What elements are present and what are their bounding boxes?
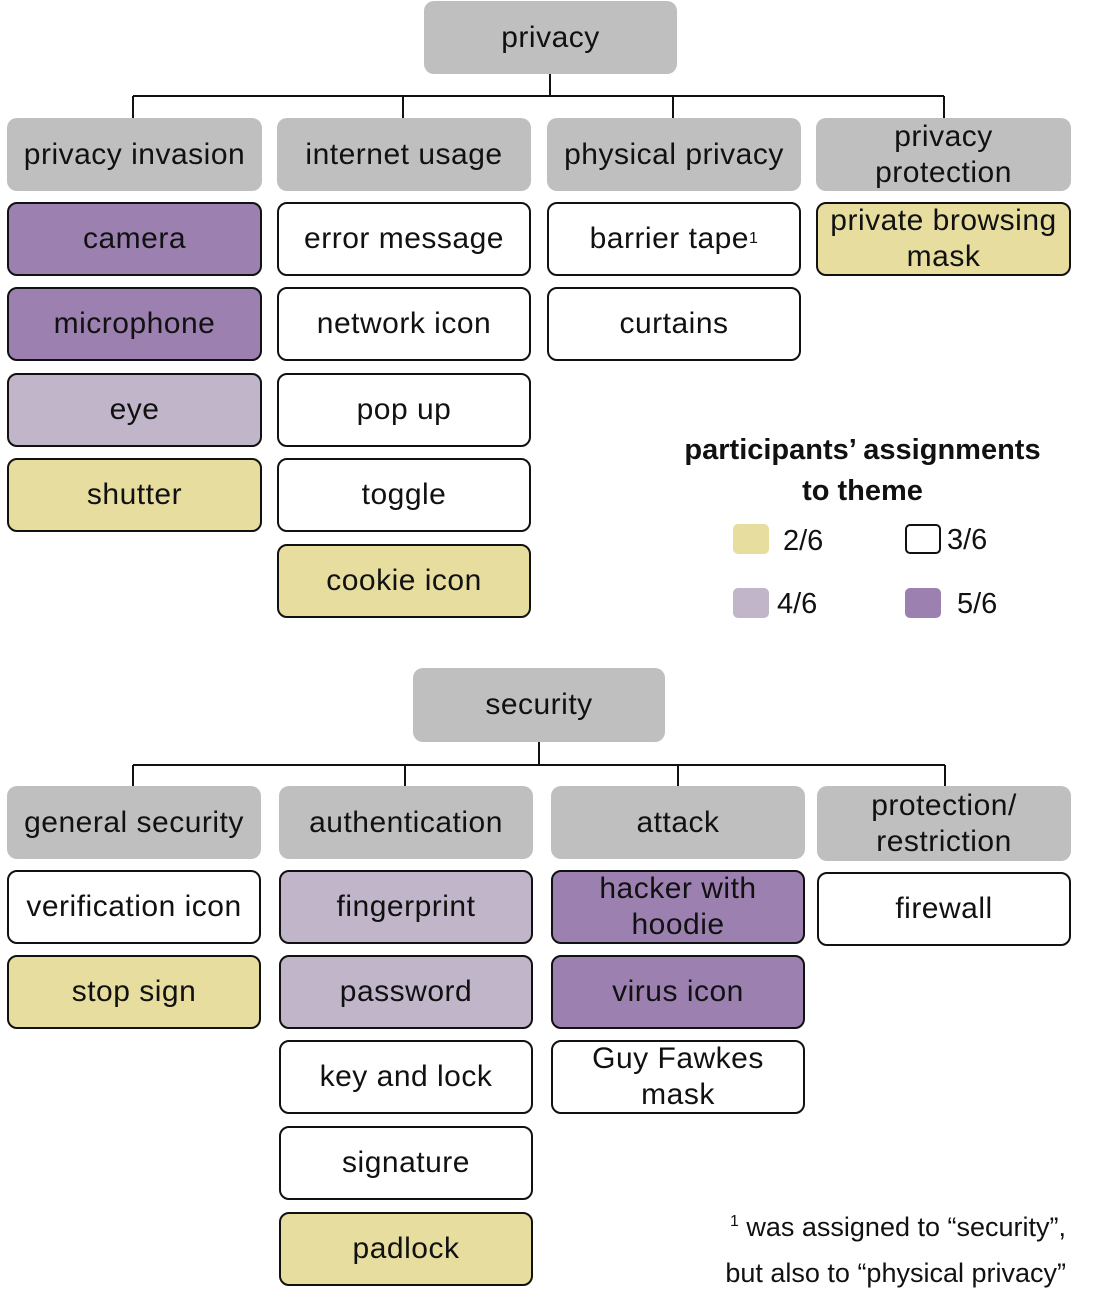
footnote-mark: 1	[729, 1213, 739, 1230]
item-virus-icon: virus icon	[551, 955, 805, 1029]
item-signature: signature	[279, 1126, 533, 1200]
category-general-security: general security	[7, 786, 261, 859]
category-physical-privacy: physical privacy	[547, 118, 801, 191]
item-hacker-with-hoodie: hacker with hoodie	[551, 870, 805, 944]
legend-swatch-4-6	[733, 588, 769, 618]
item-key-and-lock: key and lock	[279, 1040, 533, 1114]
legend-title-line1: participants’ assignments	[684, 434, 1041, 466]
item-curtains: curtains	[547, 287, 801, 361]
item-error-message: error message	[277, 202, 531, 276]
item-toggle: toggle	[277, 458, 531, 532]
item-private-browsing-mask: private browsing mask	[816, 202, 1071, 276]
legend-swatch-5-6	[905, 588, 941, 618]
item-shutter: shutter	[7, 458, 262, 532]
item-verification-icon: verification icon	[7, 870, 261, 944]
category-attack: attack	[551, 786, 805, 859]
category-authentication: authentication	[279, 786, 533, 859]
category-internet-usage: internet usage	[277, 118, 531, 191]
item-pop-up: pop up	[277, 373, 531, 447]
item-eye: eye	[7, 373, 262, 447]
item-guy-fawkes-mask: Guy Fawkes mask	[551, 1040, 805, 1114]
security-root-node: security	[413, 668, 665, 742]
category-privacy-invasion: privacy invasion	[7, 118, 262, 191]
legend-title: participants’ assignments to theme	[660, 430, 1065, 512]
footnote-line1-text: was assigned to “security”,	[738, 1212, 1066, 1242]
item-firewall: firewall	[817, 872, 1071, 946]
item-cookie-icon: cookie icon	[277, 544, 531, 618]
legend-swatch-2-6	[733, 524, 769, 554]
footnote-line1: 1 was assigned to “security”,	[566, 1204, 1066, 1250]
legend-label-2-6: 2/6	[783, 525, 824, 557]
legend-swatch-3-6	[905, 524, 941, 554]
legend-title-line2: to theme	[802, 475, 923, 507]
legend-label-5-6: 5/6	[957, 588, 998, 620]
footnote: 1 was assigned to “security”, but also t…	[566, 1204, 1066, 1296]
footnote-line2: but also to “physical privacy”	[725, 1258, 1066, 1288]
item-stop-sign: stop sign	[7, 955, 261, 1029]
item-network-icon: network icon	[277, 287, 531, 361]
privacy-root-node: privacy	[424, 1, 677, 74]
category-privacy-protection: privacy protection	[816, 118, 1071, 191]
legend-label-3-6: 3/6	[947, 524, 988, 556]
category-protection-restriction: protection/ restriction	[817, 786, 1071, 861]
legend-label-4-6: 4/6	[777, 588, 818, 620]
item-microphone: microphone	[7, 287, 262, 361]
item-fingerprint: fingerprint	[279, 870, 533, 944]
item-camera: camera	[7, 202, 262, 276]
item-padlock: padlock	[279, 1212, 533, 1286]
item-password: password	[279, 955, 533, 1029]
item-barrier-tape-label: barrier tape	[589, 222, 749, 255]
